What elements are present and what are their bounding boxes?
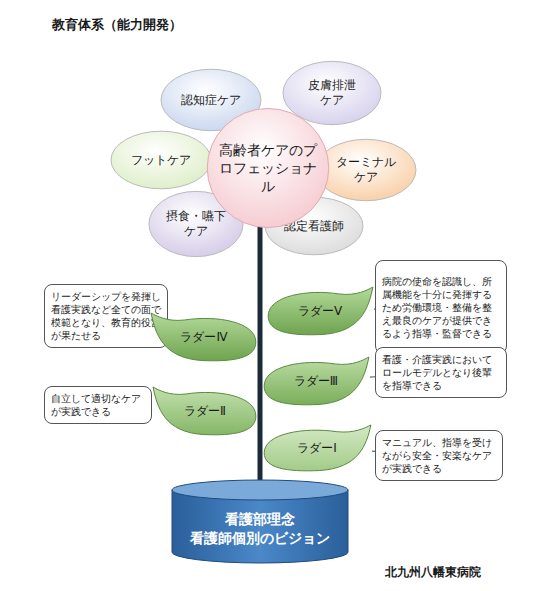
callout-node: 病院の使命を認識し、所属機能を十分に発揮するため労働環境・整備を整え最良のケアが… <box>375 260 507 354</box>
node-text: ラダーⅡ <box>184 404 226 419</box>
node-text: 摂食・嚥下ケア <box>164 209 228 239</box>
shape-outline <box>283 61 381 124</box>
shape-outline <box>149 191 243 256</box>
node-text: リーダーシップを発揮し看護実践など全ての面で模範となり、教育的役割が果たせる <box>51 290 161 342</box>
shape-outline <box>316 139 416 200</box>
node-text: 病院の使命を認識し、所属機能を十分に発揮するため労働環境・整備を整え最良のケアが… <box>382 275 500 340</box>
leaf-node: ラダーⅢ <box>262 356 370 406</box>
hospital-name: 北九州八幡東病院 <box>385 564 481 581</box>
callout-node: リーダーシップを発揮し看護実践など全ての面で模範となり、教育的役割が果たせる <box>44 284 168 348</box>
callout-node: 自立して適切なケアが実践できる <box>44 386 152 424</box>
node-text: ラダーⅣ <box>180 330 227 345</box>
node-text: フットケア <box>121 153 201 168</box>
node-text: ラダーⅢ <box>294 374 338 389</box>
node-text: ラダーⅤ <box>298 304 342 319</box>
flower-stem <box>258 225 263 492</box>
node-text: ターミナルケア <box>334 155 398 185</box>
node-text: 認知症ケア <box>171 93 251 108</box>
leaf-node: ラダーⅡ <box>152 386 258 436</box>
shape-outline <box>111 131 211 189</box>
leaf-outline <box>268 287 373 335</box>
node-text: 看護・介護実践においてロールモデルとなり後輩を指導できる <box>382 353 500 392</box>
leaf-outline <box>153 387 256 435</box>
node-text: 自立して適切なケアが実践できる <box>51 392 145 418</box>
leaf-outline <box>264 425 371 471</box>
pot-node: 看護部理念看護師個別のビジョン <box>170 478 350 564</box>
diagram-title: 教育体系（能力開発） <box>52 16 182 34</box>
node-text: 高齢者ケアのプロフェッショナル <box>218 141 318 196</box>
pot-rim <box>172 480 348 500</box>
node-text: ラダーⅠ <box>297 441 337 456</box>
leaf-outline <box>151 313 256 361</box>
callout-node: マニュアル、指導を受けながら安全・安楽なケアが実践できる <box>375 430 503 481</box>
pot-body <box>172 490 348 563</box>
leaf-node: ラダーⅣ <box>150 312 258 362</box>
center-node: 高齢者ケアのプロフェッショナル <box>206 106 330 230</box>
node-text: マニュアル、指導を受けながら安全・安楽なケアが実践できる <box>382 436 496 475</box>
leaf-outline <box>264 357 369 405</box>
callout-node: 看護・介護実践においてロールモデルとなり後輩を指導できる <box>375 347 507 398</box>
leaf-node: ラダーⅤ <box>266 286 374 336</box>
node-text: 看護師個別のビジョン <box>190 529 330 548</box>
shape-outline <box>265 197 363 255</box>
petal-node: ターミナルケア <box>315 138 417 202</box>
leaf-node: ラダーⅠ <box>262 424 372 472</box>
shape-outline <box>207 108 329 227</box>
petal-node: フットケア <box>110 130 212 190</box>
node-text: 皮膚排泄ケア <box>304 78 360 108</box>
node-text: 看護部理念 <box>225 510 295 529</box>
